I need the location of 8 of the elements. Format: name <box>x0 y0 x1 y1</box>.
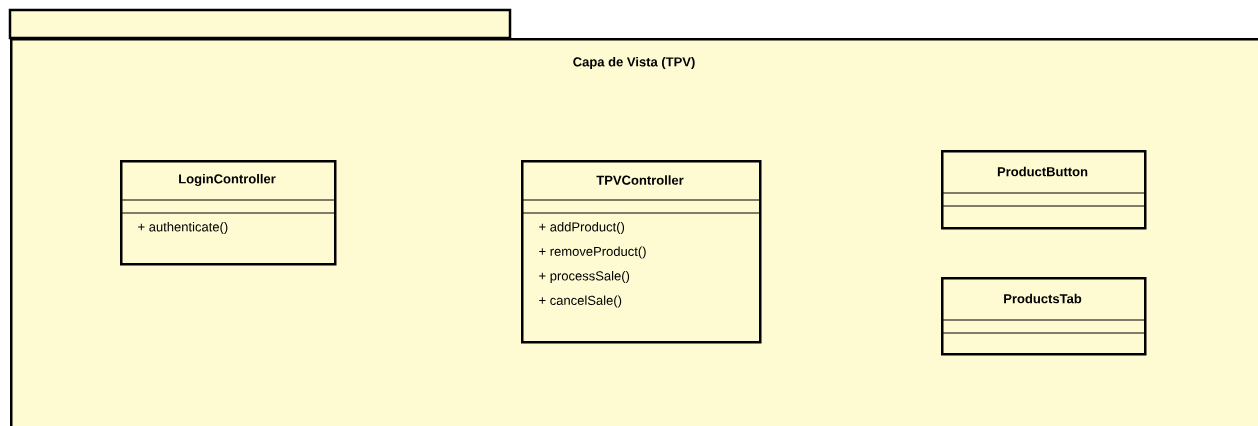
method-text: + authenticate() <box>138 221 228 235</box>
class-box: ProductsTab <box>940 277 1147 356</box>
package-title: Capa de Vista (TPV) <box>573 56 695 70</box>
method-text: + processSale() <box>539 270 630 284</box>
class-box: ProductButton <box>940 150 1147 230</box>
method-text: + addProduct() <box>539 221 625 235</box>
method-text: + removeProduct() <box>539 246 646 259</box>
method-text: + cancelSale() <box>539 295 622 308</box>
